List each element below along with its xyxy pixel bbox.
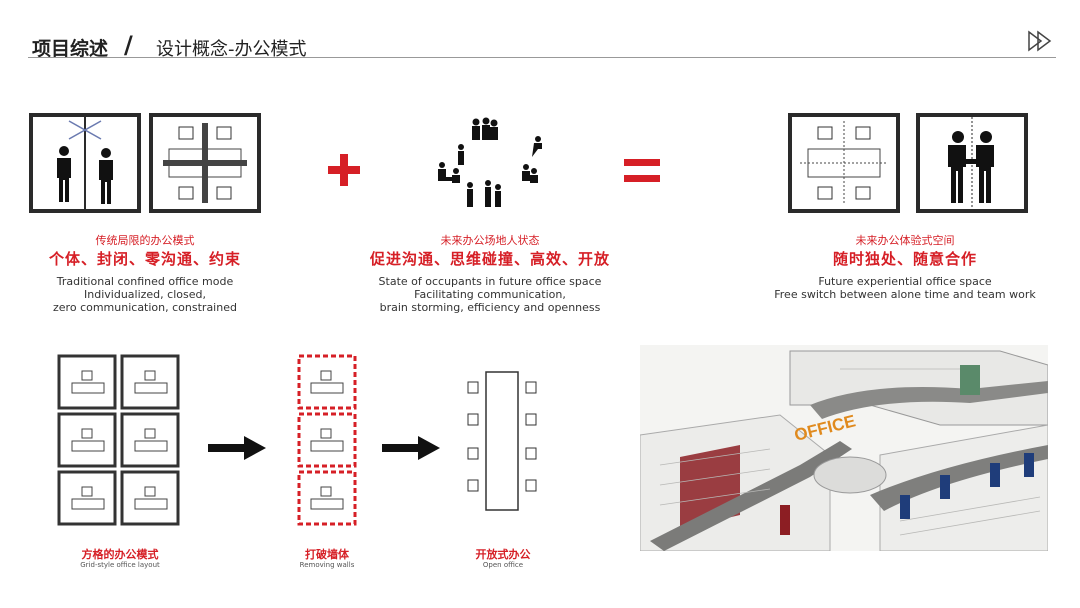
grid-office-diagram bbox=[57, 354, 180, 526]
traditional-keywords-cn: 个体、封闭、零沟通、约束 bbox=[48, 250, 241, 268]
title-separator: / bbox=[124, 31, 133, 59]
traditional-label-cn: 传统局限的办公模式 bbox=[95, 234, 195, 247]
walls-caption-cn: 打破墙体 bbox=[305, 548, 349, 561]
arrow-right-icon bbox=[208, 436, 266, 460]
plus-icon bbox=[328, 154, 360, 186]
traditional-people-illustration bbox=[29, 113, 141, 213]
office-axonometric-rendering: OFFICE bbox=[640, 345, 1048, 551]
future-space-label-cn: 未来办公体验式空间 bbox=[855, 234, 955, 247]
handshake-illustration bbox=[916, 113, 1028, 213]
arrow-right-icon bbox=[382, 436, 440, 460]
desc-line: Free switch between alone time and team … bbox=[774, 288, 1036, 301]
double-chevron-right-icon[interactable] bbox=[1026, 30, 1056, 52]
section-title: 项目综述 bbox=[32, 38, 109, 60]
open-office-caption-cn: 开放式办公 bbox=[475, 548, 531, 561]
grid-layout-caption-en: Grid-style office layout bbox=[80, 561, 160, 569]
future-space-description: Future experiential office space Free sw… bbox=[760, 275, 1050, 301]
equals-icon bbox=[624, 159, 660, 182]
desc-line: brain storming, efficiency and openness bbox=[379, 301, 601, 314]
page-subtitle: 设计概念-办公模式 bbox=[156, 39, 307, 60]
removing-walls-diagram bbox=[297, 354, 357, 526]
flexible-desk-illustration bbox=[788, 113, 900, 213]
future-state-description: State of occupants in future office spac… bbox=[355, 275, 625, 314]
walls-caption-en: Removing walls bbox=[299, 561, 355, 569]
traditional-desk-cross-illustration bbox=[149, 113, 261, 213]
open-office-diagram bbox=[467, 371, 537, 511]
future-space-keywords-cn: 随时独处、随意合作 bbox=[832, 250, 977, 268]
desc-line: zero communication, constrained bbox=[53, 301, 237, 314]
desc-line: Traditional confined office mode bbox=[56, 275, 234, 288]
desc-line: Individualized, closed, bbox=[84, 288, 206, 301]
future-state-keywords-cn: 促进沟通、思维碰撞、高效、开放 bbox=[369, 250, 610, 268]
people-group-illustration bbox=[438, 117, 542, 207]
header-divider bbox=[28, 57, 1056, 58]
desc-line: Facilitating communication, bbox=[414, 288, 566, 301]
future-state-label-cn: 未来办公场地人状态 bbox=[440, 234, 540, 247]
desc-line: Future experiential office space bbox=[818, 275, 992, 288]
desc-line: State of occupants in future office spac… bbox=[378, 275, 602, 288]
traditional-description: Traditional confined office mode Individ… bbox=[30, 275, 260, 314]
grid-layout-caption-cn: 方格的办公模式 bbox=[81, 548, 159, 561]
open-office-caption-en: Open office bbox=[482, 561, 524, 569]
